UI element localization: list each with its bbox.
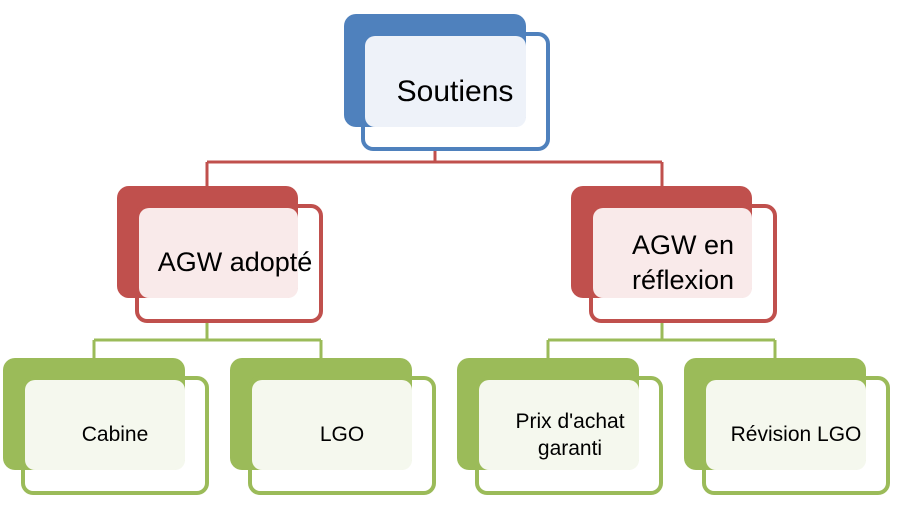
node-label: Cabine bbox=[81, 423, 149, 447]
node-label: Prix d'achat garanti bbox=[515, 409, 625, 460]
node-label: LGO bbox=[319, 423, 365, 447]
node-label: Soutiens bbox=[396, 74, 514, 108]
connector-left bbox=[92, 322, 323, 358]
connector-right bbox=[546, 322, 777, 358]
connector-root bbox=[205, 150, 664, 186]
node-label: AGW en réflexion bbox=[631, 229, 735, 295]
node-label: AGW adopté bbox=[157, 247, 313, 278]
node-label: Révision LGO bbox=[730, 423, 862, 447]
